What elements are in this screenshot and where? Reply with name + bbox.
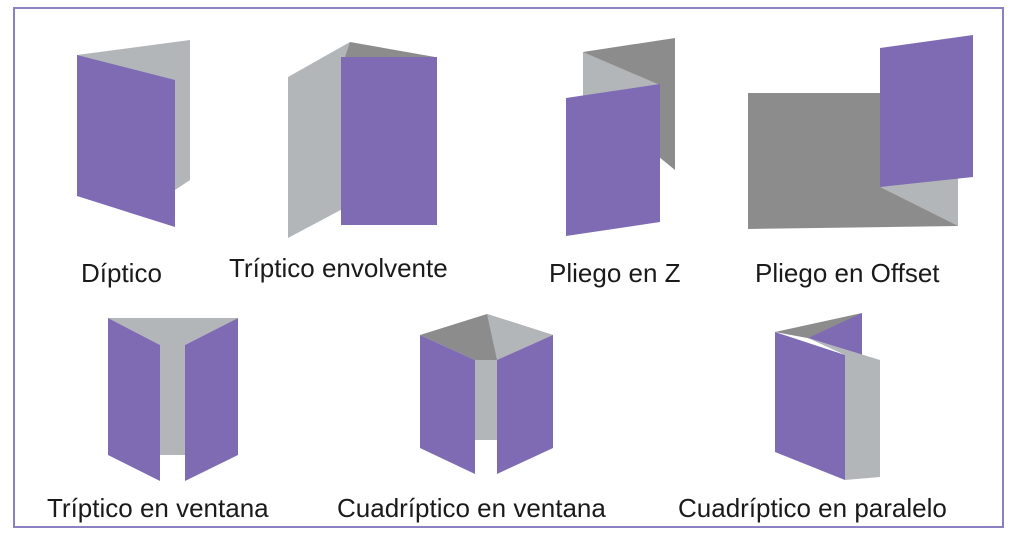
label-triptico-en-ventana: Tríptico en ventana	[47, 493, 269, 523]
label-diptico: Díptico	[81, 258, 162, 288]
label-pliego-en-offset: Pliego en Offset	[755, 258, 940, 288]
label-pliego-en-z: Pliego en Z	[549, 258, 681, 288]
label-cuadriptico-en-ventana: Cuadríptico en ventana	[337, 493, 606, 523]
label-cuadriptico-en-paralelo: Cuadríptico en paralelo	[678, 493, 947, 523]
label-triptico-envolvente: Tríptico envolvente	[229, 253, 448, 283]
